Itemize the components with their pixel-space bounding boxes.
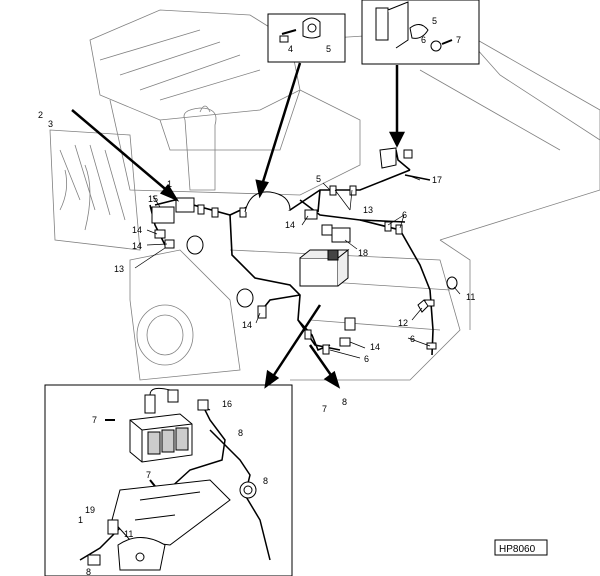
callout-5: 5 <box>316 174 321 184</box>
callout-6: 6 <box>364 354 369 364</box>
callout-13: 13 <box>114 264 124 274</box>
leader-arrows <box>71 62 406 389</box>
detail-box-bracket <box>361 0 480 65</box>
callout-7: 7 <box>92 415 97 425</box>
callout-8: 8 <box>263 476 268 486</box>
callout-3: 3 <box>48 119 53 129</box>
callout-7: 7 <box>456 35 461 45</box>
callout-7: 7 <box>322 404 327 414</box>
detail-box-clamp <box>267 13 346 63</box>
harness-components <box>151 147 458 347</box>
callout-2: 2 <box>38 110 43 120</box>
callout-5: 5 <box>432 16 437 26</box>
figure-code-box: HP8060 <box>494 539 548 556</box>
callout-15: 15 <box>148 194 158 204</box>
callout-19: 19 <box>85 505 95 515</box>
callout-8: 8 <box>238 428 243 438</box>
callout-18: 18 <box>358 248 368 258</box>
callout-14: 14 <box>285 220 295 230</box>
callout-1: 1 <box>167 179 172 189</box>
harness-ties <box>197 185 437 355</box>
callout-6: 6 <box>402 210 407 220</box>
callout-8: 8 <box>86 567 91 576</box>
callout-1: 1 <box>78 515 83 525</box>
callout-4: 4 <box>288 44 293 54</box>
callout-12: 12 <box>398 318 408 328</box>
callout-8: 8 <box>342 397 347 407</box>
callout-11: 11 <box>124 529 133 539</box>
callout-14: 14 <box>370 342 380 352</box>
detail-box-module <box>44 384 293 576</box>
callout-leaders <box>134 175 461 359</box>
callout-11: 11 <box>466 292 475 302</box>
callout-14: 14 <box>132 241 142 251</box>
callout-7: 7 <box>146 470 151 480</box>
callout-6: 6 <box>421 35 426 45</box>
machine-outline <box>49 9 600 381</box>
figure-code: HP8060 <box>499 544 536 555</box>
callout-13: 13 <box>363 205 373 215</box>
callout-16: 16 <box>222 399 232 409</box>
callout-17: 17 <box>432 175 442 185</box>
callout-labels: 4 5 5 6 7 2 3 1 15 5 17 13 6 14 14 14 18… <box>38 16 475 576</box>
callout-6: 6 <box>410 334 415 344</box>
callout-14: 14 <box>132 225 142 235</box>
callout-14: 14 <box>242 320 252 330</box>
callout-5: 5 <box>326 44 331 54</box>
